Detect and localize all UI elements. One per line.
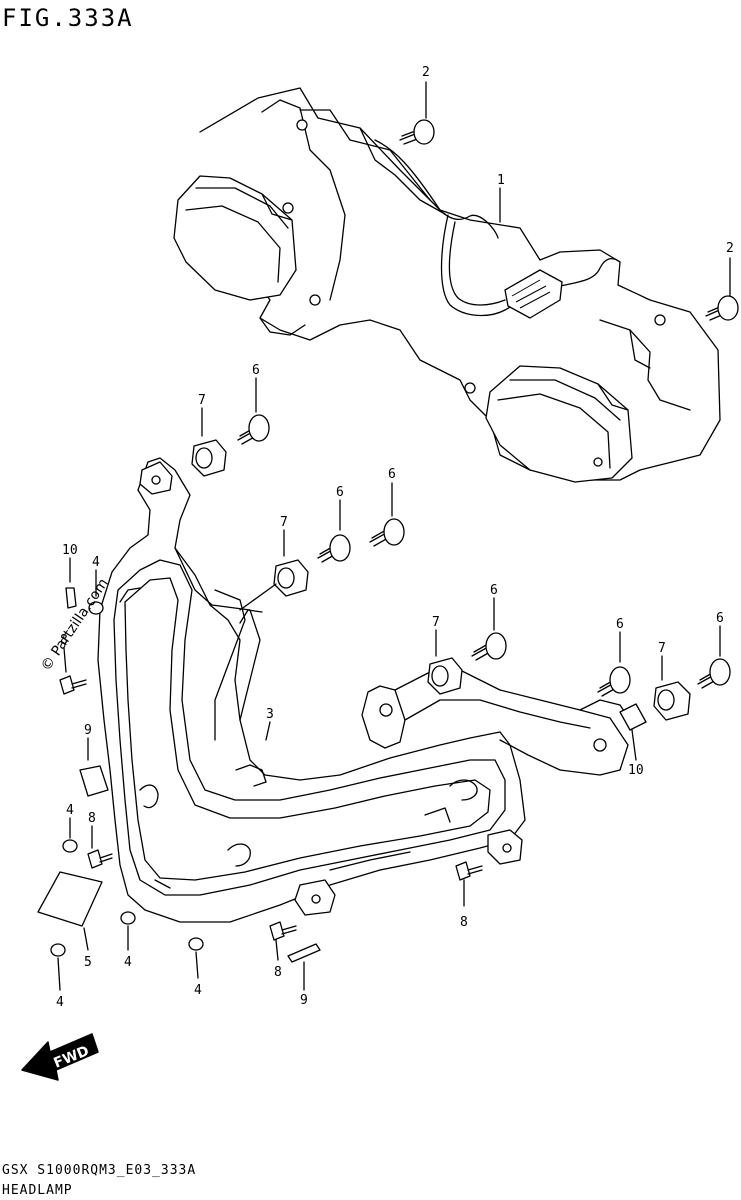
callout-9-b[interactable]: 9: [300, 993, 308, 1008]
callout-4-e[interactable]: 4: [56, 995, 64, 1010]
callout-2-right[interactable]: 2: [726, 241, 734, 256]
screw-6-d[interactable]: [471, 597, 507, 661]
cushion-4-b[interactable]: [62, 817, 78, 853]
figure-code: GSX S1000RQM3_E03_333A: [2, 1163, 196, 1178]
callout-6-b[interactable]: 6: [336, 485, 344, 500]
bolt-2-right[interactable]: [705, 257, 739, 321]
tape-10-a[interactable]: [65, 557, 77, 609]
callout-5[interactable]: 5: [84, 955, 92, 970]
cushion-4-a[interactable]: [88, 569, 104, 615]
grommet-7-a[interactable]: [191, 407, 227, 477]
callout-6-a[interactable]: 6: [252, 363, 260, 378]
leader-3: [265, 721, 271, 741]
callout-8-c[interactable]: 8: [460, 915, 468, 930]
bolt-2-top[interactable]: [399, 81, 435, 145]
callout-8-a[interactable]: 8: [60, 633, 68, 648]
tape-5[interactable]: [37, 871, 103, 951]
callout-1[interactable]: 1: [497, 173, 505, 188]
callout-8-d[interactable]: 8: [274, 965, 282, 980]
headlamp-cover[interactable]: [97, 457, 631, 923]
callout-7-d[interactable]: 7: [658, 641, 666, 656]
callout-6-f[interactable]: 6: [716, 611, 724, 626]
callout-4-d[interactable]: 4: [194, 983, 202, 998]
cushion-4-c[interactable]: [120, 911, 136, 951]
callout-4-a[interactable]: 4: [92, 555, 100, 570]
callout-6-c[interactable]: 6: [388, 467, 396, 482]
screw-6-e[interactable]: [597, 631, 631, 697]
screw-8-d[interactable]: [269, 921, 297, 961]
grommet-7-d[interactable]: [653, 655, 691, 721]
screw-6-a[interactable]: [237, 377, 270, 445]
callout-9-a[interactable]: 9: [84, 723, 92, 738]
callout-10-a[interactable]: 10: [62, 543, 78, 558]
callout-8-b[interactable]: 8: [88, 811, 96, 826]
callout-4-b[interactable]: 4: [66, 803, 74, 818]
grommet-7-b[interactable]: [239, 529, 309, 611]
figure-name: HEADLAMP: [2, 1183, 73, 1198]
screw-8-b[interactable]: [87, 825, 113, 869]
screw-6-c[interactable]: [369, 482, 405, 547]
cushion-4-e[interactable]: [50, 943, 66, 991]
callout-7-c[interactable]: 7: [432, 615, 440, 630]
grommet-7-c[interactable]: [427, 629, 463, 695]
callout-2-top[interactable]: 2: [422, 65, 430, 80]
callout-7-a[interactable]: 7: [198, 393, 206, 408]
screw-6-b[interactable]: [317, 499, 351, 563]
screw-8-a[interactable]: [59, 647, 87, 695]
figure-title: FIG.333A: [2, 4, 134, 32]
callout-6-d[interactable]: 6: [490, 583, 498, 598]
cushion-9-a[interactable]: [79, 737, 109, 797]
screw-6-f[interactable]: [697, 625, 731, 689]
callout-7-b[interactable]: 7: [280, 515, 288, 530]
cushion-9-b[interactable]: [287, 943, 321, 991]
callout-3[interactable]: 3: [266, 707, 274, 722]
screw-8-c[interactable]: [455, 861, 483, 907]
callout-10-b[interactable]: 10: [628, 763, 644, 778]
fwd-arrow-icon: FWD: [21, 1033, 99, 1081]
callout-6-e[interactable]: 6: [616, 617, 624, 632]
callout-4-c[interactable]: 4: [124, 955, 132, 970]
tape-10-b[interactable]: [619, 703, 647, 761]
cushion-4-d[interactable]: [188, 937, 204, 979]
headlamp-assembly[interactable]: [173, 87, 721, 483]
